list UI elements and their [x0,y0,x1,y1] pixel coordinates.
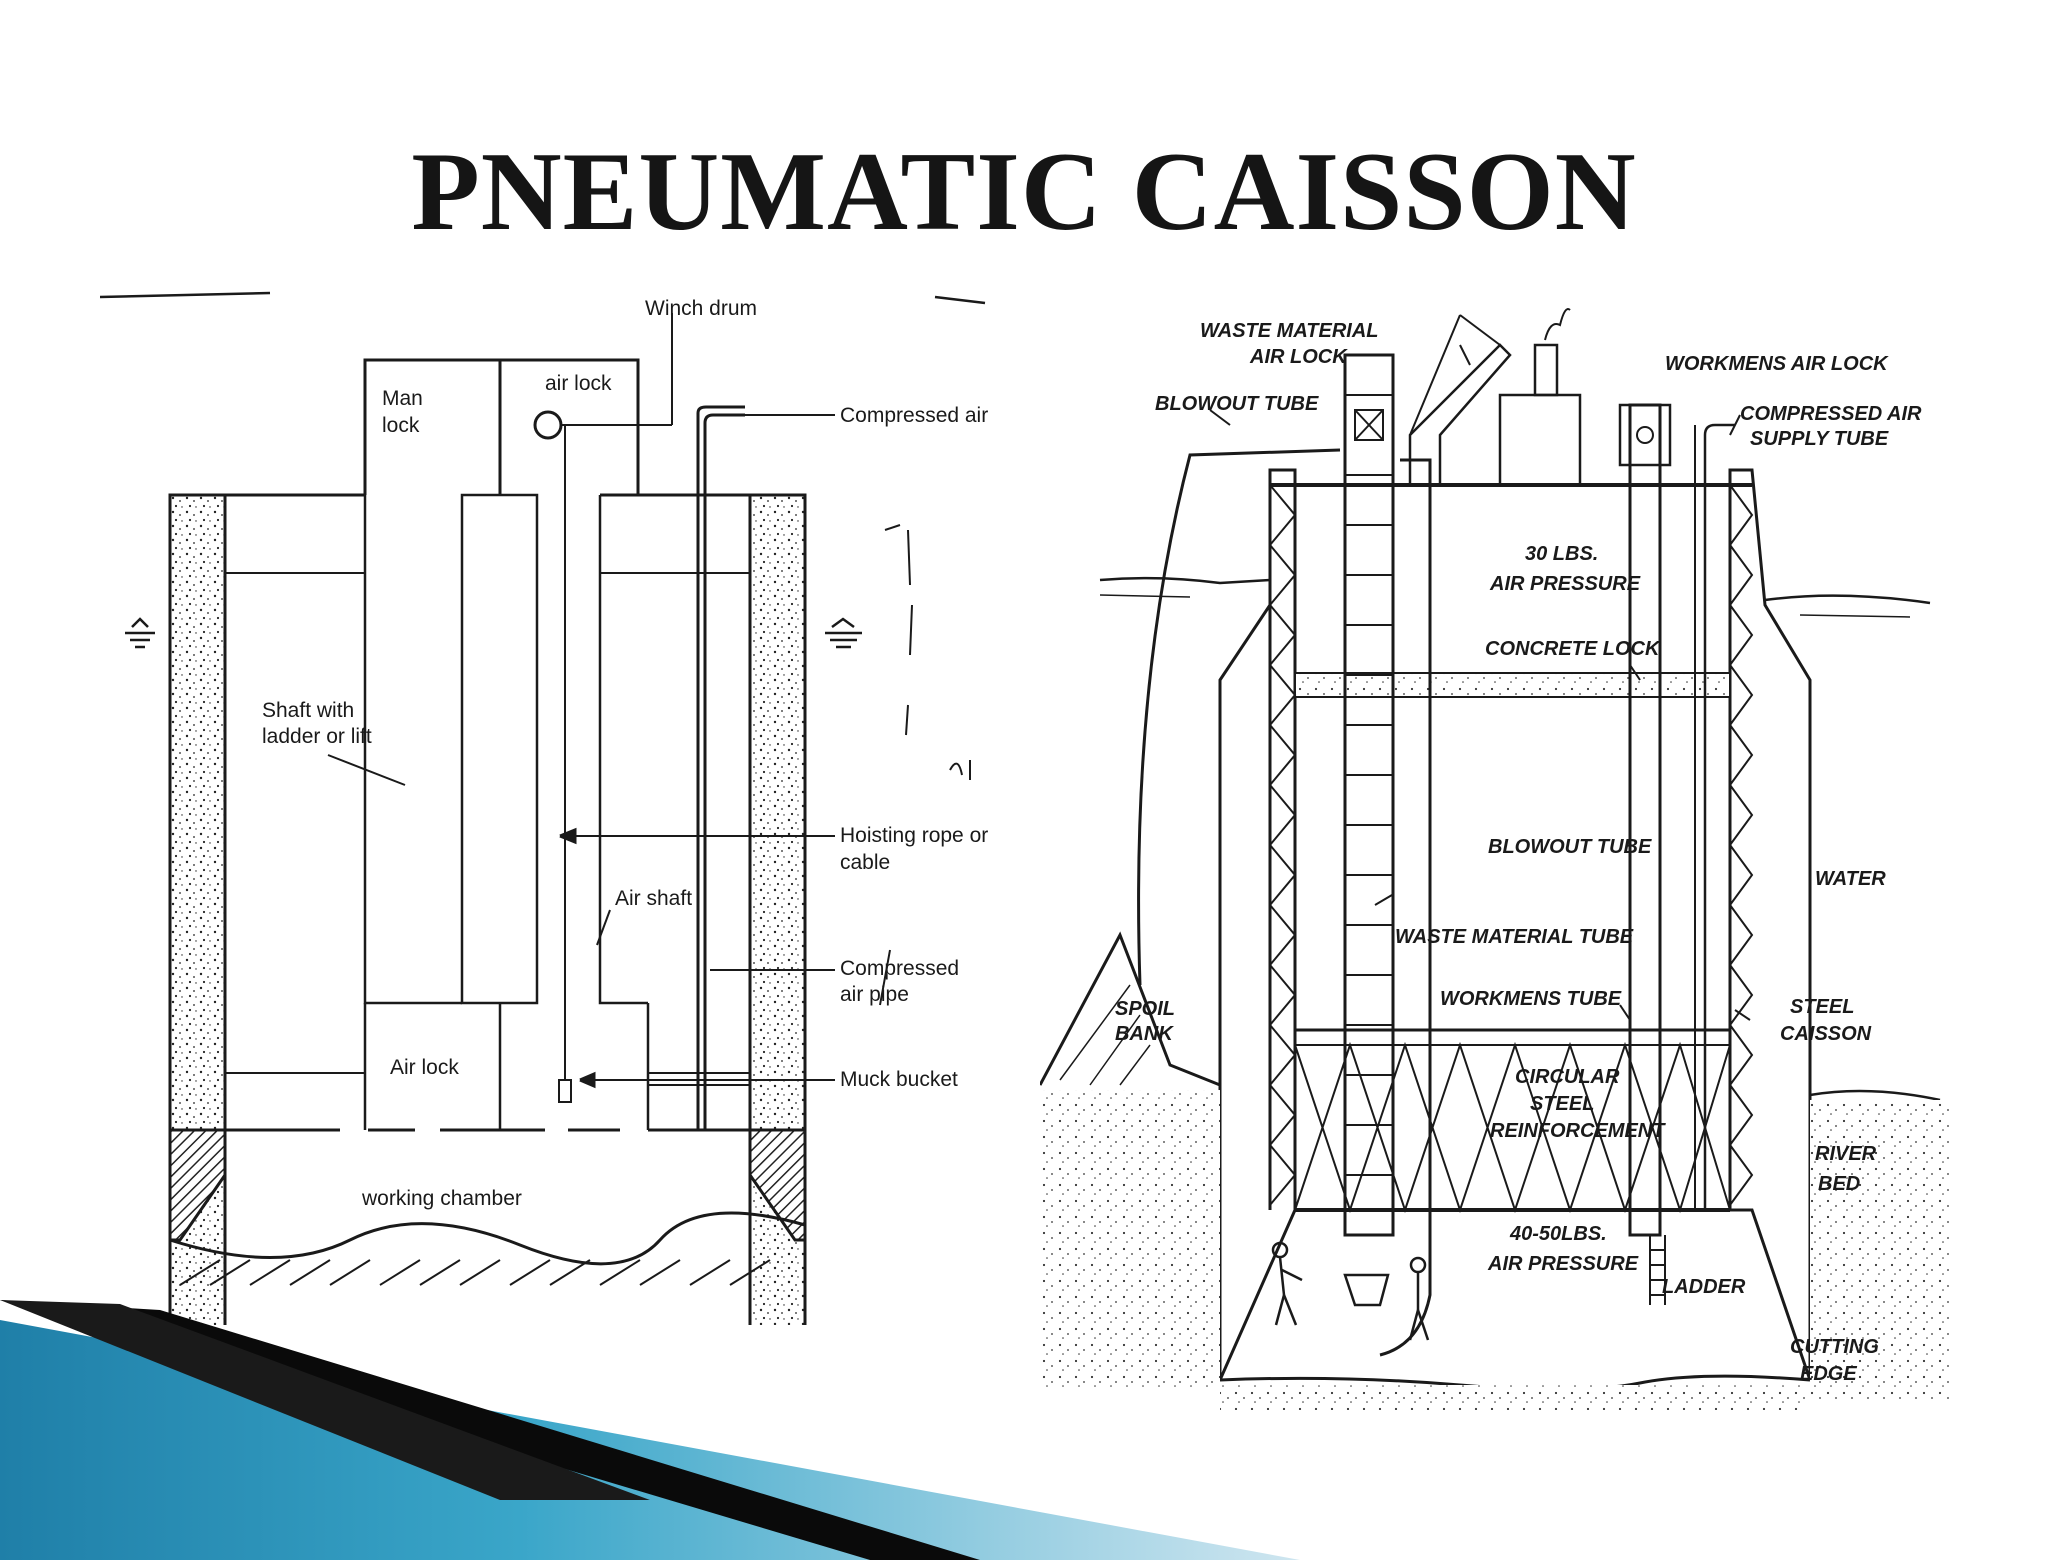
label-air-lock-bottom: Air lock [390,1056,459,1079]
label-waste-air-lock-1: WASTE MATERIAL [1200,320,1379,342]
label-hoisting-2: cable [840,851,890,874]
corner-ribbon [0,1300,1300,1560]
label-waste-air-lock-2: AIR LOCK [1249,346,1348,368]
label-workmens-tube: WORKMENS TUBE [1440,988,1622,1010]
label-compressed-pipe-2: air pipe [840,983,909,1006]
label-air-shaft: Air shaft [615,887,692,910]
label-river-2: BED [1818,1173,1860,1195]
label-muck-bucket: Muck bucket [840,1068,958,1091]
label-compressed-supply-2: SUPPLY TUBE [1750,428,1889,450]
label-spoil-2: BANK [1115,1023,1174,1045]
label-cutting-1: CUTTING [1790,1336,1879,1358]
label-blowout-mid: BLOWOUT TUBE [1488,836,1652,858]
label-steel-2: CAISSON [1780,1023,1872,1045]
label-hoisting-1: Hoisting rope or [840,824,988,847]
label-river-1: RIVER [1815,1143,1877,1165]
label-man-lock-2: lock [382,414,420,437]
label-pressure-30-2: AIR PRESSURE [1489,573,1641,595]
slide-title: PNEUMATIC CAISSON [411,130,1637,254]
label-pressure-40-1: 40-50LBS. [1509,1223,1607,1245]
label-reinforcement-3: REINFORCEMENT [1490,1120,1666,1142]
label-waste-tube: WASTE MATERIAL TUBE [1395,926,1634,948]
label-water: WATER [1815,868,1886,890]
label-compressed-air: Compressed air [840,404,988,427]
label-pressure-40-2: AIR PRESSURE [1487,1253,1639,1275]
label-man-lock-1: Man [382,387,423,410]
label-ladder: LADDER [1662,1276,1746,1298]
label-blowout-top: BLOWOUT TUBE [1155,393,1319,415]
label-workmens-air-lock: WORKMENS AIR LOCK [1665,353,1889,375]
label-shaft-2: ladder or lift [262,725,372,748]
label-spoil-1: SPOIL [1115,998,1175,1020]
label-winch-drum: Winch drum [645,297,757,320]
label-cutting-2: EDGE [1800,1363,1857,1385]
label-reinforcement-2: STEEL [1530,1093,1594,1115]
label-compressed-pipe-1: Compressed [840,957,959,980]
label-working-chamber: working chamber [361,1187,522,1210]
label-compressed-supply-1: COMPRESSED AIR [1740,403,1922,425]
label-pressure-30-1: 30 LBS. [1525,543,1598,565]
label-concrete-lock: CONCRETE LOCK [1485,638,1661,660]
right-caisson-diagram: WASTE MATERIAL AIR LOCK BLOWOUT TUBE WOR… [1040,308,1950,1410]
left-caisson-diagram: Winch drum Man lock air lock Compressed … [100,291,988,1325]
label-reinforcement-1: CIRCULAR [1515,1066,1620,1088]
label-shaft-1: Shaft with [262,699,354,722]
label-steel-1: STEEL [1790,996,1854,1018]
label-air-lock-top: air lock [545,372,612,395]
